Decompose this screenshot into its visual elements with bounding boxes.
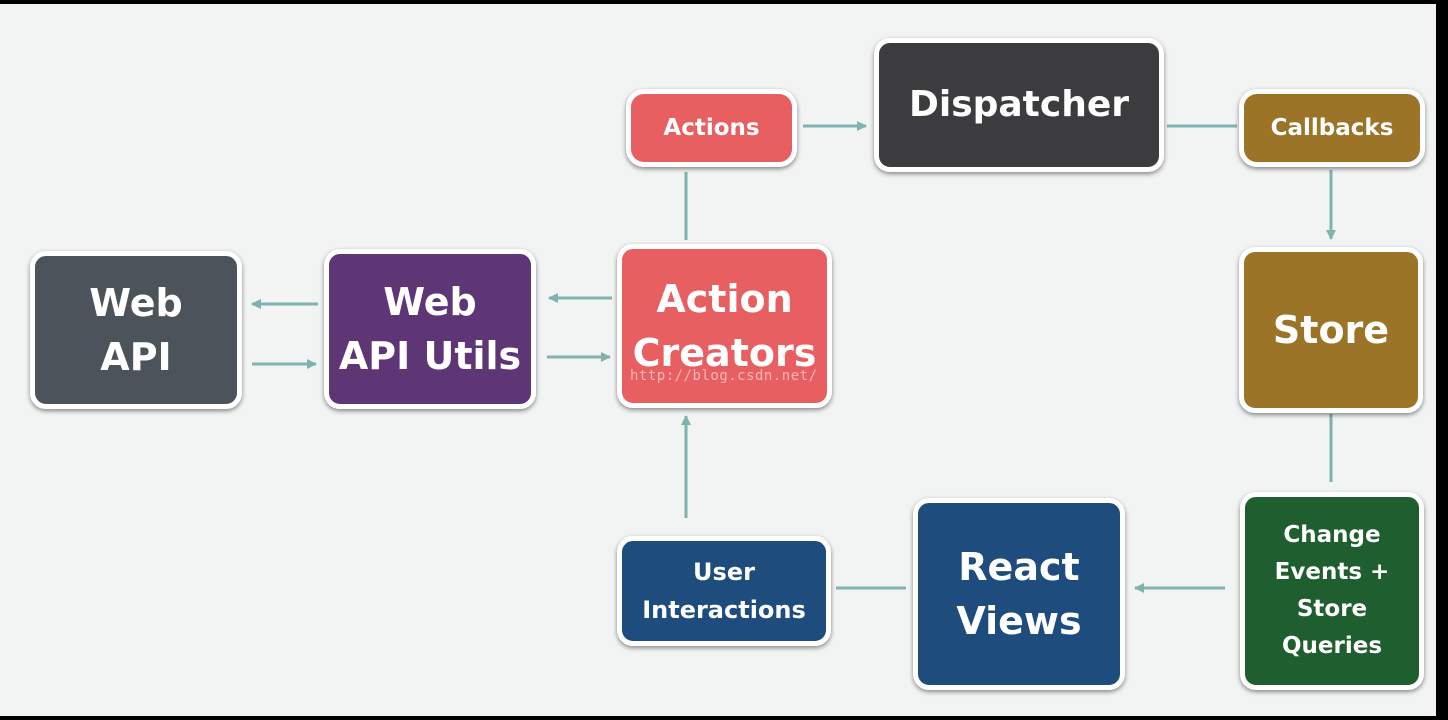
user-interactions-box: User Interactions <box>617 536 831 646</box>
web-api-label: Web API <box>89 281 183 379</box>
flux-architecture-diagram: Web API Web API Utils Action Creators Ac… <box>0 4 1436 716</box>
action-creators-box: Action Creators <box>617 244 832 408</box>
user-interactions-label: User Interactions <box>642 558 806 624</box>
change-events-label: Change Events + Store Queries <box>1274 522 1390 659</box>
actions-label: Actions <box>663 115 760 141</box>
callbacks-label: Callbacks <box>1270 115 1394 141</box>
watermark-text: http://blog.csdn.net/ <box>630 368 818 384</box>
react-views-label: React Views <box>956 545 1082 643</box>
dispatcher-label: Dispatcher <box>908 84 1130 125</box>
web-api-box: Web API <box>30 251 242 409</box>
connector-arrows <box>251 121 1336 593</box>
actions-box: Actions <box>626 89 797 167</box>
callbacks-box: Callbacks <box>1239 89 1425 167</box>
store-label: Store <box>1272 308 1390 352</box>
change-events-box: Change Events + Store Queries <box>1240 492 1424 690</box>
web-api-utils-box: Web API Utils <box>324 249 536 409</box>
store-box: Store <box>1239 247 1423 413</box>
action-creators-label: Action Creators <box>632 277 817 375</box>
react-views-box: React Views <box>913 498 1125 690</box>
dispatcher-box: Dispatcher <box>874 38 1164 172</box>
web-api-utils-label: Web API Utils <box>338 280 522 378</box>
